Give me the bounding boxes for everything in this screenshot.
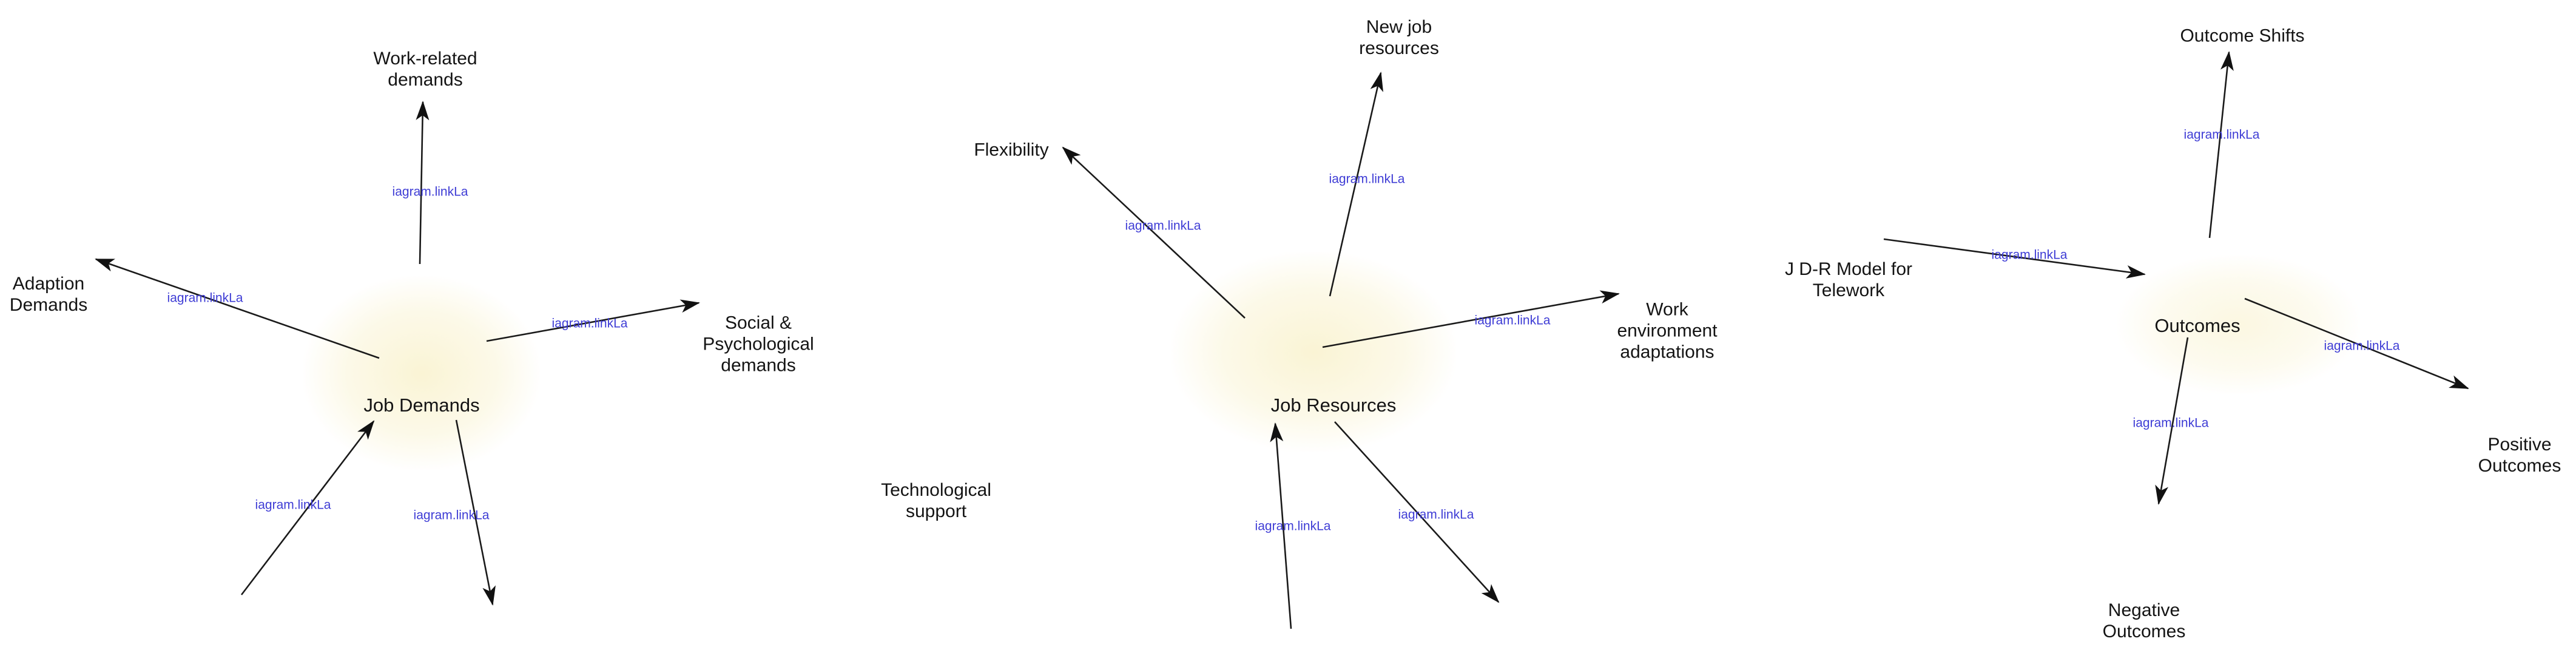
edge-outcomes-negative [2155,337,2189,505]
edge-job-resources-outgoing [1334,421,1500,603]
node-adaption-demands: Adaption Demands [9,273,88,315]
edge-job-demands-social-psychological [486,299,700,342]
edge-job-resources-new-job [1329,72,1384,297]
edge-label: iagram.linkLa [1474,313,1551,328]
node-technological-support: Technological support [881,479,991,521]
edge-label: iagram.linkLa [167,291,243,305]
edge-job-demands-adaption [95,258,380,359]
edge-label: iagram.linkLa [1255,519,1331,533]
edge-outcomes-positive [2244,297,2469,390]
edge-incoming-job-demands [240,420,375,595]
node-new-job-resources: New job resources [1359,16,1439,58]
edge-jdr-model-outcomes [1883,238,2146,279]
edge-label: iagram.linkLa [2183,127,2260,142]
node-outcomes: Outcomes [2154,314,2241,336]
edge-job-demands-outgoing [455,419,496,606]
node-flexibility: Flexibility [974,140,1049,160]
edge-label: iagram.linkLa [1398,507,1474,522]
edge-label: iagram.linkLa [551,316,628,331]
node-jdr-model-for-telework: J D-R Model for Telework [1784,259,1913,300]
edge-label: iagram.linkLa [2133,416,2209,430]
node-job-demands: Job Demands [363,394,480,416]
edge-label: iagram.linkLa [413,508,490,523]
node-job-resources: Job Resources [1270,394,1397,416]
node-outcome-shifts: Outcome Shifts [2180,25,2305,46]
node-social-psychological-demands: Social & Psychological demands [703,313,814,376]
edge-label: iagram.linkLa [2324,339,2400,353]
node-positive-outcomes: Positive Outcomes [2478,434,2561,476]
edge-label: iagram.linkLa [1125,218,1201,233]
node-work-environment-adaptations: Work environment adaptations [1617,299,1718,362]
edge-label: iagram.linkLa [1329,172,1405,186]
node-work-related-demands: Work-related demands [373,48,477,90]
edge-job-resources-work-environment [1322,290,1620,348]
edge-incoming-job-resources [1270,422,1292,629]
edge-outcomes-outcome-shifts [2208,51,2234,239]
edge-label: iagram.linkLa [392,185,468,199]
edge-label: iagram.linkLa [1991,248,2068,262]
edge-label: iagram.linkLa [255,498,331,512]
node-negative-outcomes: Negative Outcomes [2102,600,2186,642]
edge-job-demands-work-related [416,101,430,265]
edge-job-resources-flexibility [1062,146,1246,319]
